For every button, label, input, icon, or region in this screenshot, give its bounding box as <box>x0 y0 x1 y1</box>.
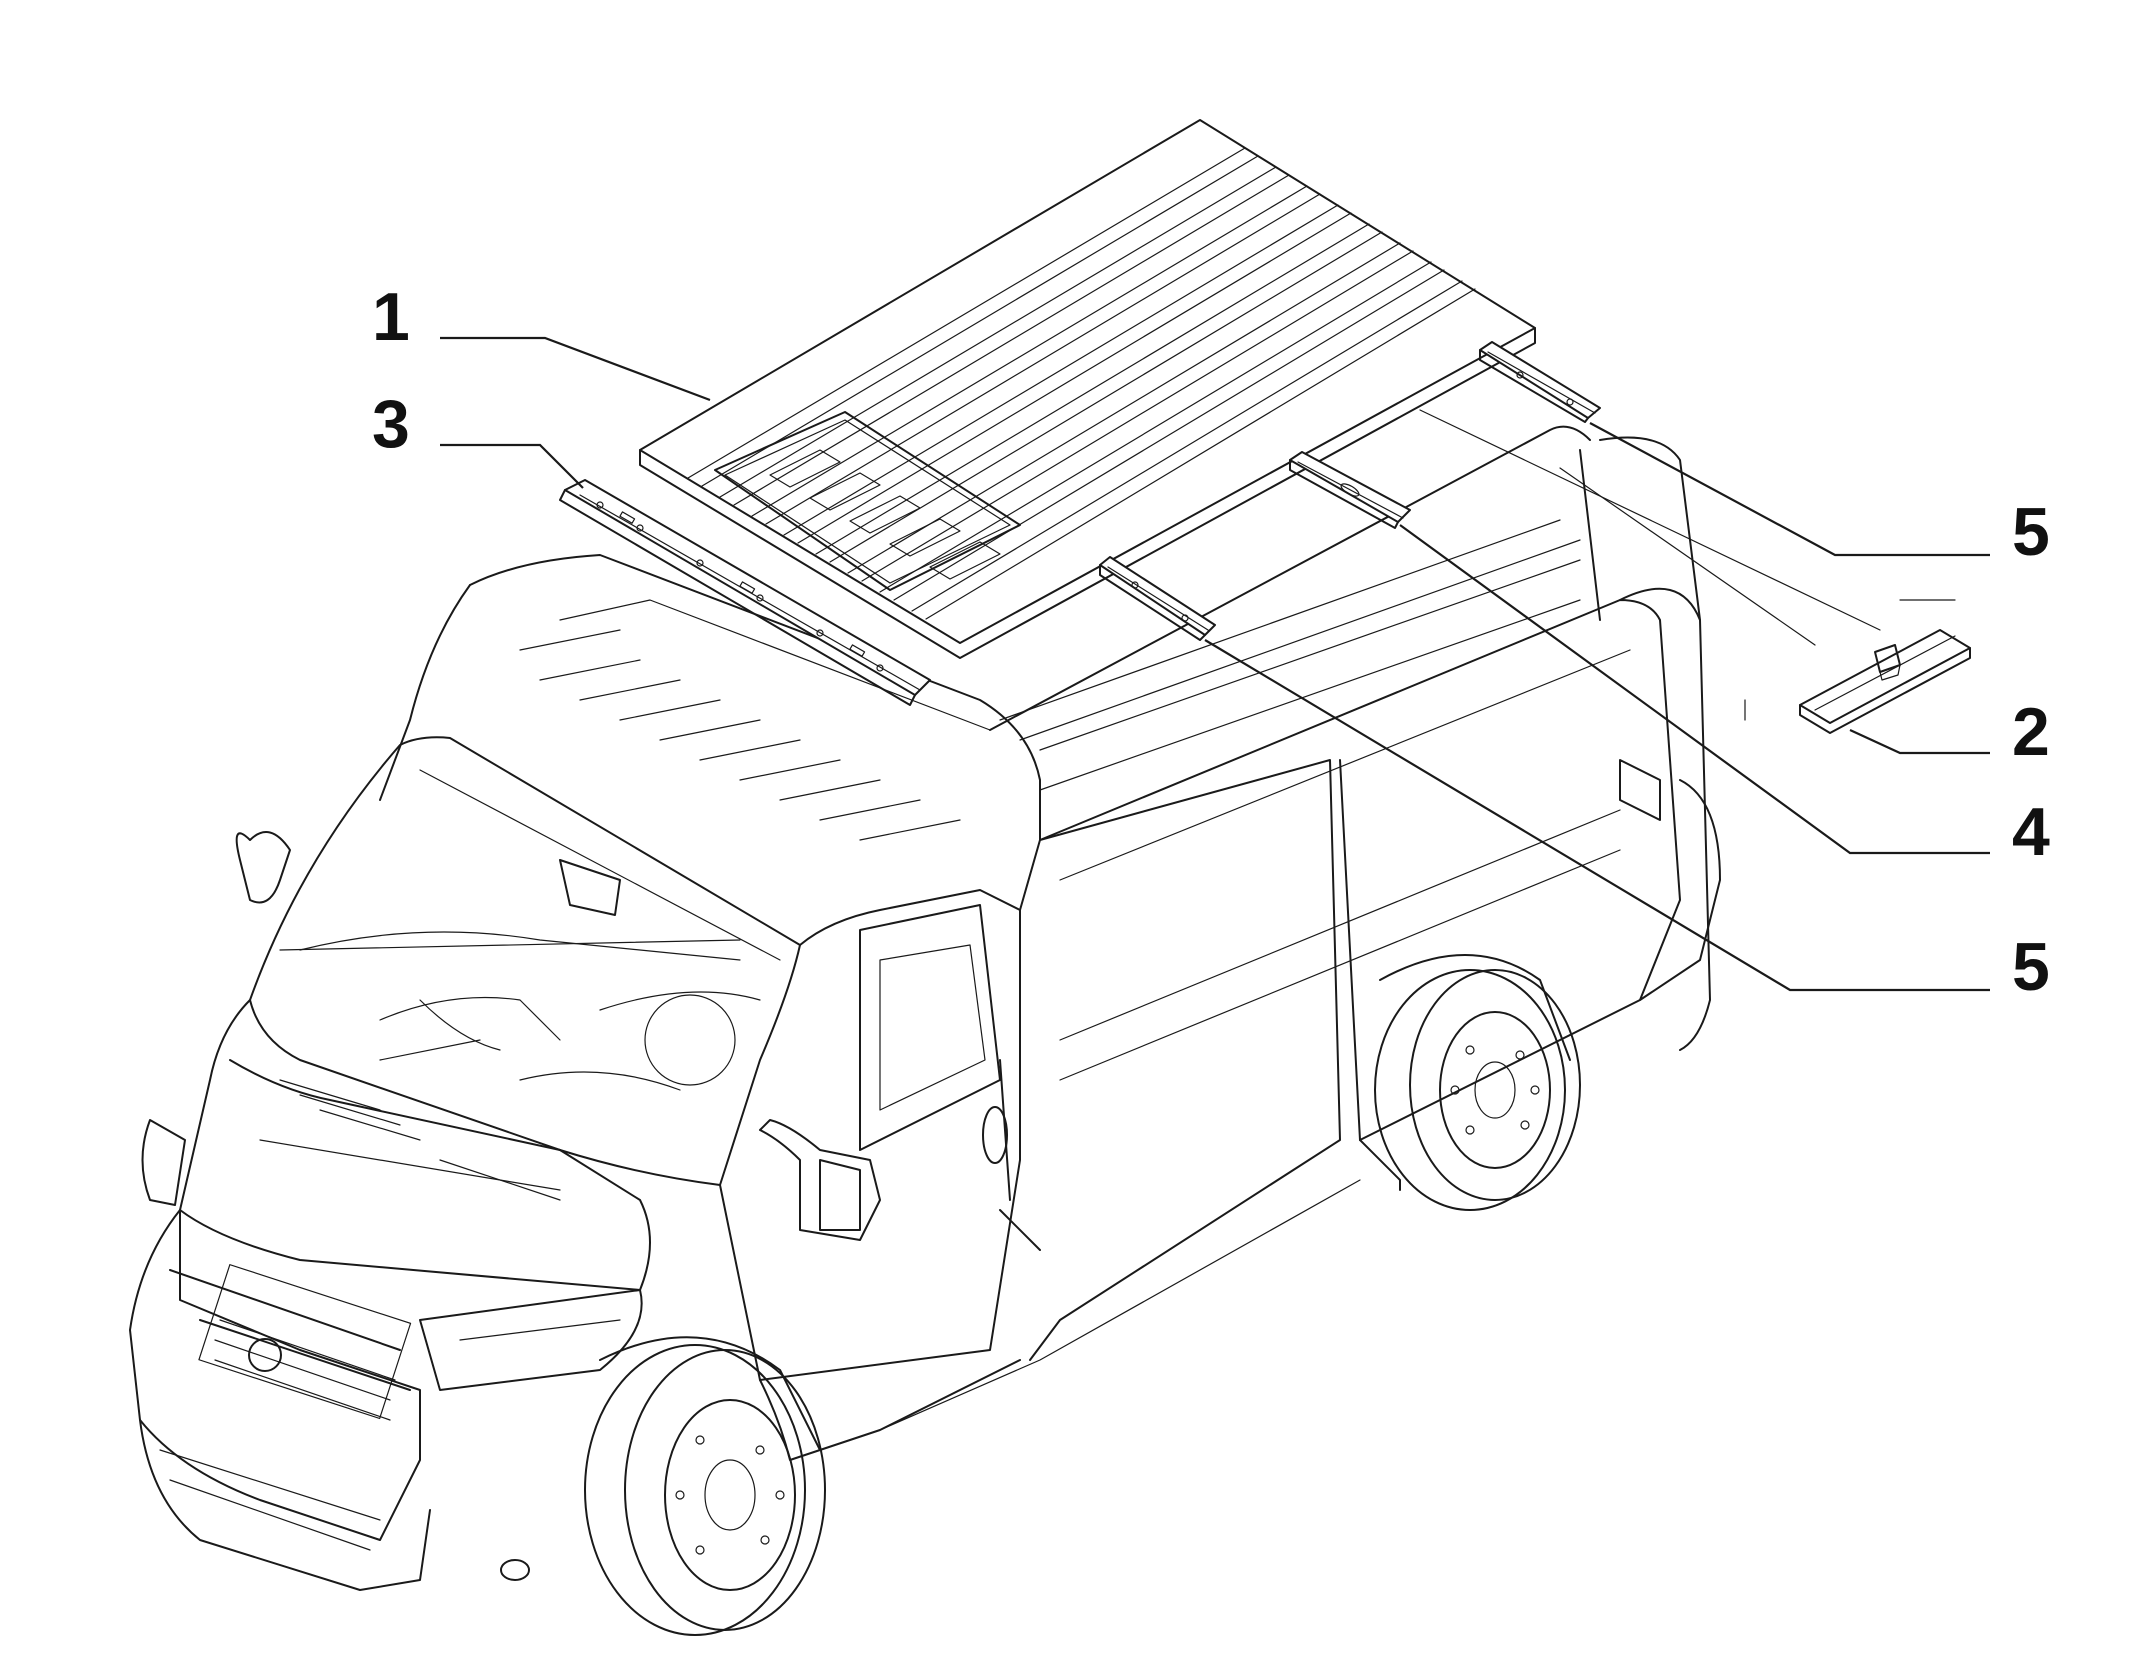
callout-labels: 1 3 5 2 4 5 <box>372 279 2050 1005</box>
callout-1: 1 <box>372 279 410 355</box>
leader-1 <box>440 336 711 402</box>
front-wheel <box>584 1336 826 1636</box>
leader-3 <box>440 443 584 489</box>
callout-5-upper: 5 <box>2012 494 2050 570</box>
callout-3: 3 <box>372 386 410 462</box>
roof-panel-part-1 <box>639 119 1536 659</box>
roof-bow-part-5-front <box>1099 556 1216 641</box>
leader-5b <box>1204 639 1990 992</box>
guide-line-roof-to-bracket-2 <box>1559 467 1816 646</box>
callout-5-lower: 5 <box>2012 929 2050 1005</box>
leader-2 <box>1849 729 1990 755</box>
roof-bow-part-5-rear <box>1479 341 1601 423</box>
van-body <box>129 425 1721 1636</box>
leader-5a <box>1589 422 1990 557</box>
callout-4: 4 <box>2012 794 2050 870</box>
rear-wheel <box>1374 954 1581 1211</box>
guide-line-roof-to-bracket <box>1419 409 1881 631</box>
roof-bow-part-4 <box>1289 451 1411 529</box>
callout-2: 2 <box>2012 694 2050 770</box>
leader-lines <box>440 336 1990 992</box>
leader-4 <box>1399 524 1990 855</box>
rear-bracket-part-2 <box>1799 629 1971 734</box>
